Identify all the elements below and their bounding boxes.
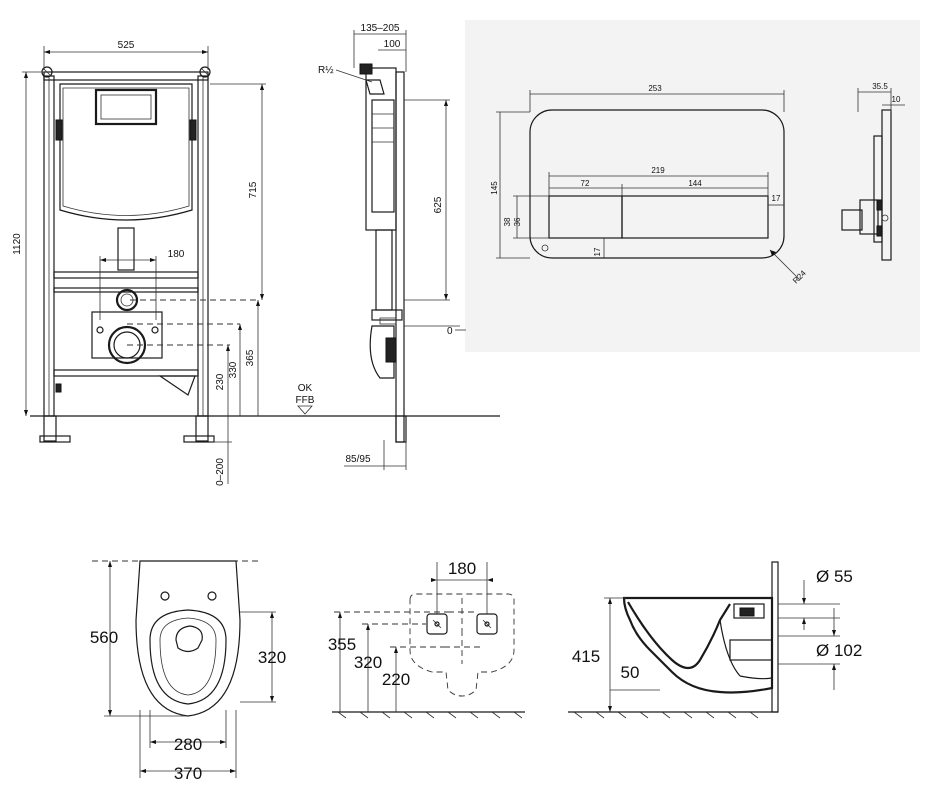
dim-85-95: 85/95 [345, 454, 370, 465]
dim-355: 355 [328, 635, 356, 654]
dim-715: 715 [248, 181, 259, 198]
dim-330: 330 [228, 361, 239, 378]
bowl-side-view: 415 50 Ø 55 Ø 102 [568, 561, 862, 719]
dim-180-wall: 180 [448, 559, 476, 578]
flush-plate-outline [529, 109, 785, 259]
dim-365: 365 [245, 349, 256, 366]
dim-560: 560 [90, 628, 118, 647]
ffb-label: FFB [296, 395, 315, 406]
dim-625: 625 [433, 196, 444, 213]
dim-36: 36 [513, 217, 522, 226]
dim-100: 100 [384, 39, 401, 50]
dim-d102: Ø 102 [816, 641, 862, 660]
dim-38: 38 [503, 217, 512, 226]
bowl-wall-view: 180 355 320 220 [328, 559, 525, 719]
dim-415: 415 [572, 647, 600, 666]
bowl-outline-top [135, 560, 241, 717]
dim-50: 50 [621, 663, 640, 682]
dim-72: 72 [581, 179, 590, 188]
dim-d55: Ø 55 [816, 567, 853, 586]
frame-front-view: 525 1120 715 180 365 330 230 0–200 OK [12, 40, 500, 486]
flush-plate-side-profile: 35.5 10 [841, 82, 905, 261]
thread-label: R½ [318, 65, 334, 76]
flush-plate-panel: 253 145 219 72 144 38 36 17 17 R24 [465, 20, 920, 352]
dim-525: 525 [118, 40, 135, 51]
dim-370: 370 [174, 764, 202, 783]
large-flush-button [621, 195, 769, 239]
dim-10: 10 [892, 95, 901, 104]
logo-mark [541, 244, 549, 252]
dim-253: 253 [648, 84, 662, 93]
dim-220: 220 [382, 670, 410, 689]
bowl-profile [622, 596, 774, 694]
dim-35-5: 35.5 [872, 82, 888, 91]
dim-17-bottom: 17 [593, 247, 602, 256]
bowl-footprint [409, 593, 515, 697]
dim-230: 230 [215, 373, 226, 390]
dim-144: 144 [688, 179, 702, 188]
dim-219: 219 [651, 166, 665, 175]
inlet-connector [115, 288, 139, 312]
frame-side-view: 135–205 100 R½ 625 0 85/95 [318, 23, 466, 470]
zero-label: 0 [447, 326, 453, 337]
dim-17-right: 17 [772, 194, 781, 203]
cistern [59, 83, 193, 221]
dim-180-front: 180 [168, 249, 185, 260]
dim-1120: 1120 [12, 233, 23, 255]
flush-opening [94, 88, 158, 126]
dim-145: 145 [490, 181, 499, 195]
ok-label: OK [298, 383, 313, 394]
dim-280: 280 [174, 735, 202, 754]
dim-320-wall: 320 [354, 653, 382, 672]
dim-0-200: 0–200 [215, 458, 226, 486]
dim-320-top: 320 [258, 648, 286, 667]
floor-marker-icon [297, 405, 313, 415]
bowl-top-view: 560 320 280 370 [90, 560, 286, 783]
outlet-connector [107, 325, 147, 365]
dim-135-205: 135–205 [361, 23, 400, 34]
